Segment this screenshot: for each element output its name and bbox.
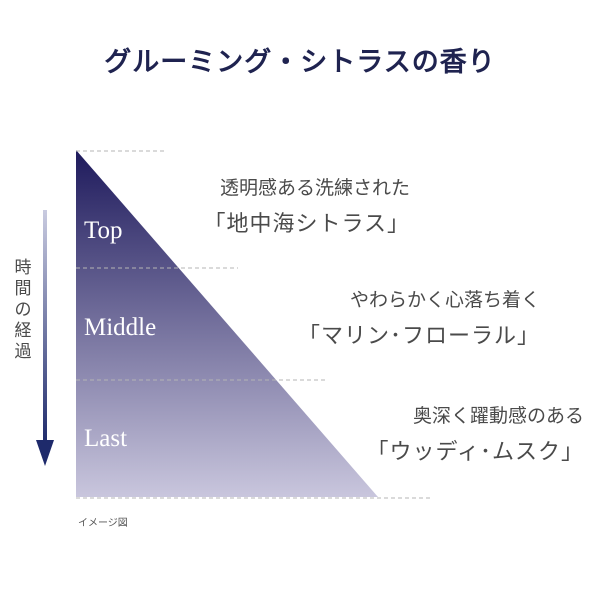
note-top: 「地中海シトラス」 [203,212,410,237]
time-arrow-shaft [43,210,47,445]
description-top: 透明感ある洗練された [219,177,410,199]
time-axis-label: 時間の経過 [12,258,34,363]
tier-description-top: 透明感ある洗練された 「地中海シトラス」 [203,173,410,238]
page-title: グルーミング・シトラスの香り [104,47,496,78]
time-axis-label-char: の [14,300,32,320]
time-arrow-head [36,440,54,466]
footnote: イメージ図 [78,518,128,529]
time-axis-label-char: 時 [14,258,32,278]
tier-label-middle: Middle [84,314,157,341]
note-middle: 「マリン･フローラル」 [297,324,540,349]
description-last: 奥深く躍動感のある [412,405,584,427]
time-axis-label-char: 過 [14,342,32,362]
tier-label-top: Top [84,217,123,244]
description-middle: やわらかく心落ち着く [349,289,540,311]
note-last: 「ウッディ･ムスク」 [366,440,584,465]
pyramid-triangle [76,150,378,497]
time-axis-label-char: 間 [14,279,32,299]
tier-description-last: 奥深く躍動感のある 「ウッディ･ムスク」 [367,401,584,466]
tier-label-last: Last [84,425,128,452]
tier-description-middle: やわらかく心落ち着く 「マリン･フローラル」 [298,285,540,350]
time-axis-label-char: 経 [14,321,32,341]
